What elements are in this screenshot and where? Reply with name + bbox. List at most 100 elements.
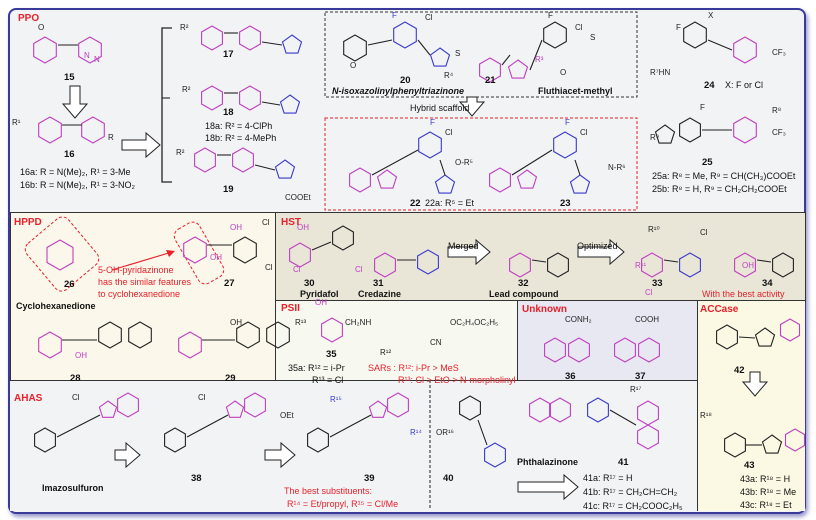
pentagon-ring — [754, 327, 776, 347]
panel-label-accase: ACCase — [700, 304, 739, 315]
hexagon-ring — [332, 225, 354, 251]
atom-label: CF₃ — [772, 128, 786, 137]
arrow-16-to-17-19 — [121, 131, 161, 159]
atom-label: O — [350, 61, 356, 70]
atom-label: Cl — [700, 228, 708, 237]
atom-label: Cl — [580, 128, 588, 137]
atom-label: Cl — [355, 265, 363, 274]
compound-28: 28 — [70, 373, 81, 384]
hexagon-ring — [509, 252, 531, 278]
name-26: Cyclohexanedione — [16, 301, 96, 311]
hppd-note: 5-OH-pyridazinone has the similar featur… — [98, 264, 191, 300]
atom-label: OH — [210, 253, 222, 262]
hexagon-ring — [164, 427, 186, 453]
atom-label: R¹³ — [295, 318, 306, 327]
hexagon-ring — [733, 36, 757, 64]
atom-label: R¹⁸ — [700, 411, 712, 420]
sar-line-2: R¹³: Cl > EtO > N-morpholinyl — [398, 375, 516, 385]
hexagon-ring — [543, 21, 567, 49]
hexagon-ring — [81, 116, 105, 144]
pentagon-ring — [225, 400, 245, 418]
compound-41c: 41c: R¹⁷ = CH₂COOC₂H₅ — [583, 501, 683, 511]
bond — [371, 149, 419, 176]
compound-16: 16 — [64, 149, 75, 160]
hexagon-ring — [266, 321, 290, 349]
compound-32: 32 — [518, 278, 529, 289]
arrow-15-to-16 — [61, 85, 89, 119]
compound-24: 24 — [704, 80, 715, 91]
bond — [311, 241, 332, 251]
hexagon-ring — [479, 57, 501, 83]
arrow-merged — [447, 238, 491, 266]
arrow-optimized — [577, 238, 625, 266]
panel-ahas — [10, 380, 698, 511]
compound-15: 15 — [64, 72, 75, 83]
hexagon-ring — [553, 131, 577, 159]
hexagon-ring — [679, 117, 701, 143]
hexagon-ring — [724, 432, 746, 458]
atom-label: Cl — [445, 128, 453, 137]
atom-label: R² — [180, 23, 189, 32]
atom-label: Cl — [645, 288, 653, 297]
hexagon-ring — [614, 337, 636, 363]
hexagon-ring — [201, 85, 223, 111]
phthalazinone-label: Phthalazinone — [517, 457, 579, 467]
arrow-38-to-39 — [264, 441, 296, 469]
name-21: Fluthiacet-methyl — [538, 86, 613, 96]
atom-label: R¹¹ — [635, 261, 646, 270]
compound-26: 26 — [64, 279, 75, 290]
atom-label: CONH₂ — [565, 315, 592, 324]
hexagon-ring — [307, 427, 329, 453]
compound-17: 17 — [223, 49, 234, 60]
name-31: Credazine — [358, 289, 402, 299]
hexagon-ring — [489, 167, 511, 193]
hexagon-ring — [784, 428, 806, 452]
compound-43: 43 — [744, 460, 755, 471]
red-arrow-head — [166, 250, 175, 257]
compound-35: 35 — [326, 349, 337, 360]
atom-label: R¹⁰ — [648, 225, 660, 234]
bond — [186, 414, 229, 438]
atom-label: Cl — [198, 393, 206, 402]
atom-label: OH — [742, 261, 754, 270]
panel-label-hppd: HPPD — [14, 217, 42, 228]
hexagon-ring — [716, 324, 738, 350]
compound-22: 22 — [410, 198, 421, 209]
pentagon-ring — [279, 94, 301, 114]
atom-label: O-R⁵ — [455, 158, 473, 167]
atom-label: OR¹⁶ — [436, 428, 454, 437]
compound-43b: 43b: R¹⁸ = Me — [740, 487, 797, 497]
atom-label: Cl — [72, 393, 80, 402]
panel-hppd — [10, 212, 277, 382]
compound-16a: 16a: R = N(Me)₂, R¹ = 3-Me — [20, 167, 131, 177]
atom-label: F — [392, 11, 397, 20]
dashed-box-26 — [24, 216, 100, 292]
atom-label: X — [708, 11, 714, 20]
hexagon-ring — [244, 392, 266, 418]
hexagon-ring — [779, 318, 801, 342]
hexagon-ring — [734, 252, 756, 278]
compound-42: 42 — [734, 365, 745, 376]
atom-label: F — [700, 103, 705, 112]
hexagon-ring — [117, 392, 139, 418]
bond — [111, 251, 173, 271]
compound-16b: 16b: R = N(Me)₂, R¹ = 3-NO₂ — [20, 180, 136, 190]
atom-label: R² — [182, 85, 191, 94]
pentagon-ring — [761, 434, 783, 454]
compound-41b: 41b: R¹⁷ = CH₂CH=CH₂ — [583, 487, 678, 497]
hexagon-ring — [232, 147, 254, 173]
arrow-hybrid-scaffold — [458, 96, 486, 117]
compound-20: 20 — [400, 75, 411, 86]
atom-label: R¹² — [380, 348, 391, 357]
atom-label: OH — [315, 298, 327, 307]
compound-33: 33 — [652, 278, 663, 289]
atom-label: OH — [297, 223, 309, 232]
hexagon-ring — [484, 442, 506, 468]
name-20: N-isoxazolinylphenyltriazinone — [332, 86, 465, 96]
atom-label: N-R⁶ — [608, 163, 626, 172]
compound-25b: 25b: R⁸ = H, R⁹ = CH₂CH₂COOEt — [652, 184, 787, 194]
compound-41: 41 — [618, 457, 629, 468]
hexagon-ring — [183, 236, 207, 264]
best-substituents-values: R¹⁴ = Et/propyl, R¹⁵ = Cl/Me — [287, 499, 399, 509]
